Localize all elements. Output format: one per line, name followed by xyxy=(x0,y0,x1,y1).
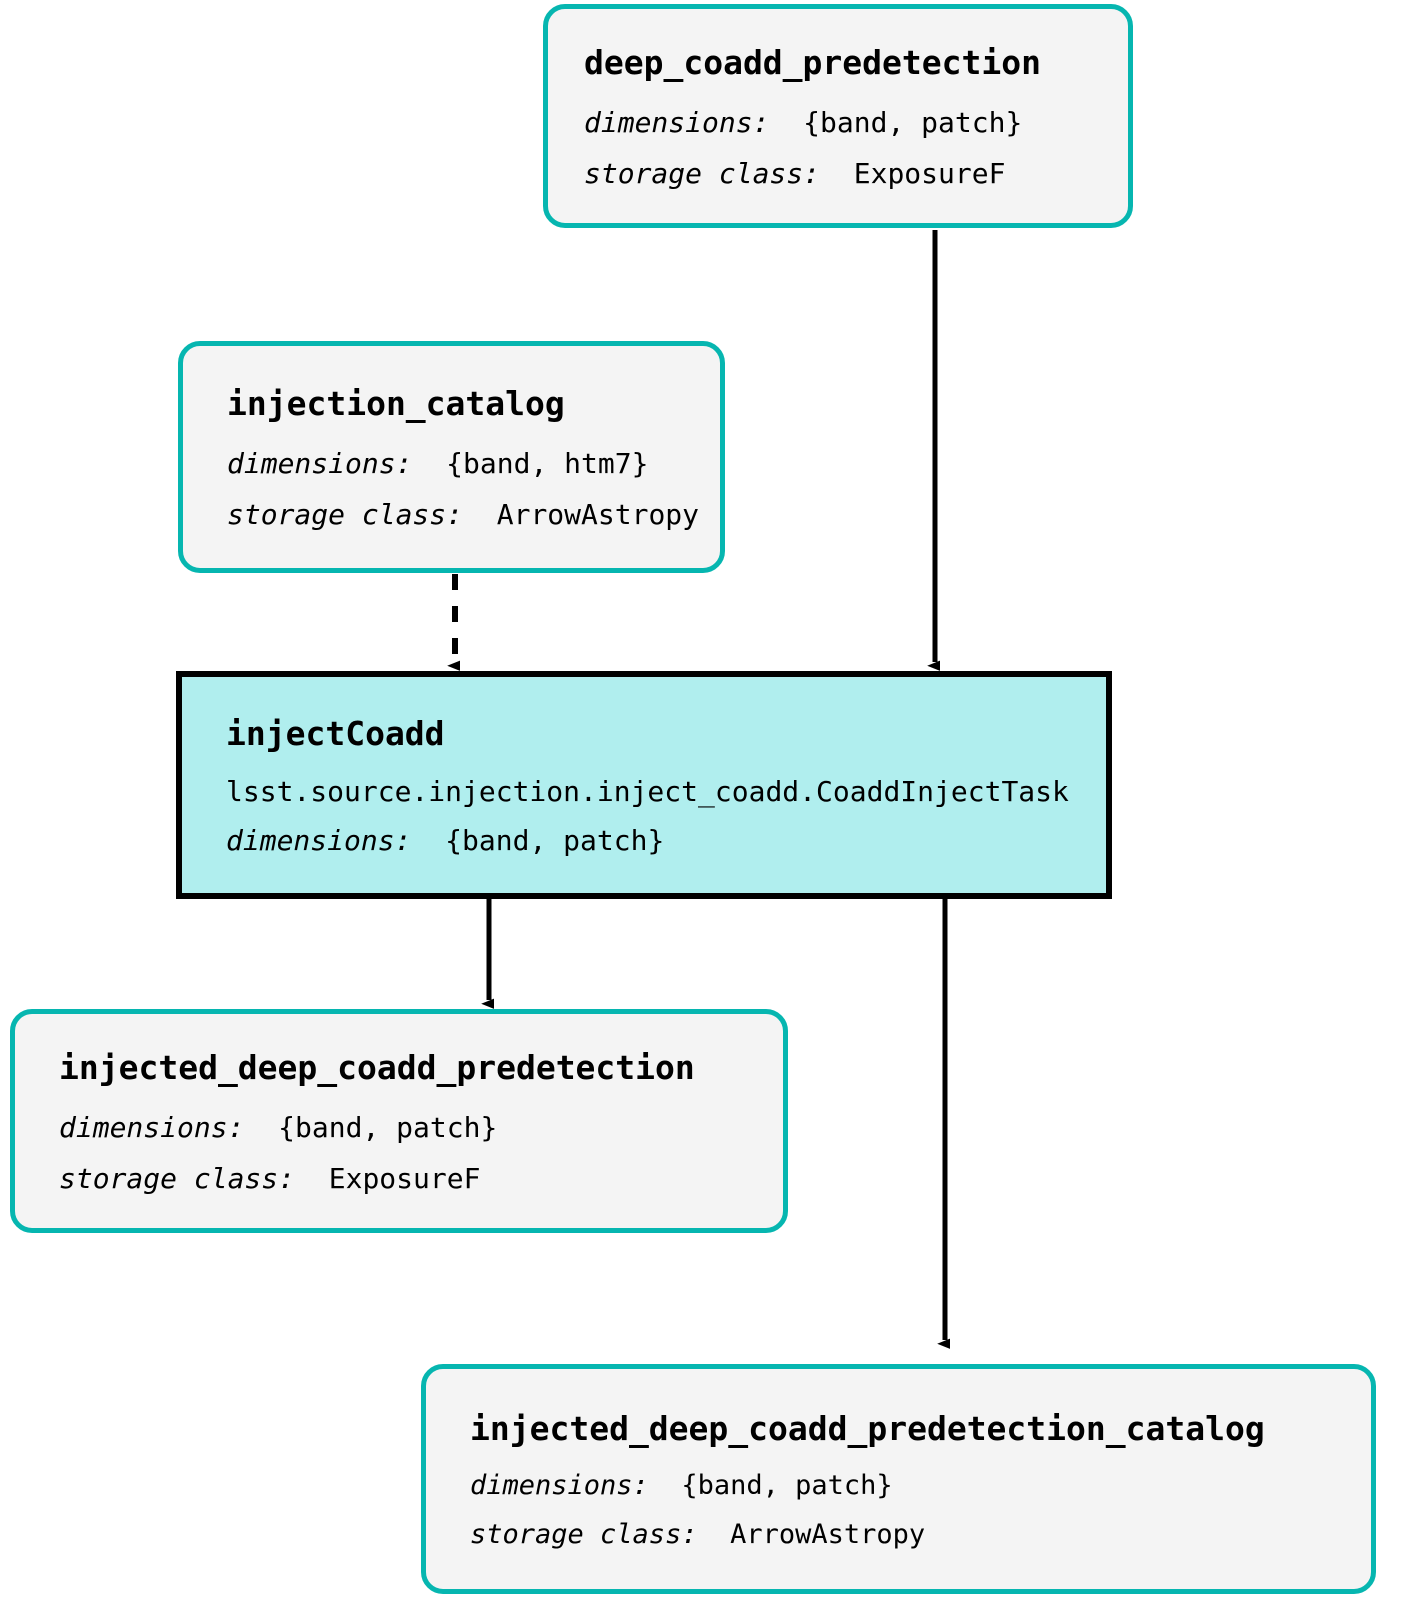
node-task-class-row: lsst.source.injection.inject_coadd.Coadd… xyxy=(226,774,1069,808)
dimensions-label: dimensions: xyxy=(59,1110,262,1144)
dataset-node-injection-catalog[interactable]: injection_catalog dimensions: {band, htm… xyxy=(178,341,725,573)
node-storage-class-row: storage class: ExposureF xyxy=(584,157,1092,190)
storage-class-label: storage class: xyxy=(584,156,837,190)
node-dimensions-row: dimensions: {band, htm7} xyxy=(227,447,676,480)
storage-class-label: storage class: xyxy=(59,1161,312,1195)
node-content: injectCoadd lsst.source.injection.inject… xyxy=(182,677,1106,893)
node-content: injected_deep_coadd_predetection dimensi… xyxy=(15,1014,783,1228)
dimensions-label: dimensions: xyxy=(226,823,429,857)
dimensions-value: {band, htm7} xyxy=(446,446,649,480)
storage-class-label: storage class: xyxy=(470,1518,714,1550)
dimensions-label: dimensions: xyxy=(470,1469,666,1501)
storage-class-value: ArrowAstropy xyxy=(730,1518,926,1550)
task-node-injectcoadd[interactable]: injectCoadd lsst.source.injection.inject… xyxy=(176,671,1112,899)
dimensions-value: {band, patch} xyxy=(278,1110,498,1144)
storage-class-value: ExposureF xyxy=(328,1161,481,1195)
node-title: injected_deep_coadd_predetection_catalog xyxy=(470,1408,1265,1448)
node-title: deep_coadd_predetection xyxy=(584,42,1041,82)
node-title: injected_deep_coadd_predetection xyxy=(59,1047,695,1087)
dataset-node-deep-coadd-predetection[interactable]: deep_coadd_predetection dimensions: {ban… xyxy=(543,4,1133,228)
dimensions-value: {band, patch} xyxy=(681,1469,893,1501)
dimensions-label: dimensions: xyxy=(584,105,787,139)
node-dimensions-row: dimensions: {band, patch} xyxy=(470,1470,1327,1501)
node-dimensions-row: dimensions: {band, patch} xyxy=(59,1111,739,1144)
dimensions-value: {band, patch} xyxy=(445,823,665,857)
storage-class-value: ExposureF xyxy=(853,156,1006,190)
dataset-node-injected-deep-coadd-predetection[interactable]: injected_deep_coadd_predetection dimensi… xyxy=(10,1009,788,1233)
node-dimensions-row: dimensions: {band, patch} xyxy=(584,106,1092,139)
dataset-node-injected-deep-coadd-predetection-catalog[interactable]: injected_deep_coadd_predetection_catalog… xyxy=(421,1364,1376,1594)
dimensions-label: dimensions: xyxy=(227,446,430,480)
dimensions-value: {band, patch} xyxy=(803,105,1023,139)
node-content: injected_deep_coadd_predetection_catalog… xyxy=(426,1369,1371,1589)
node-content: injection_catalog dimensions: {band, htm… xyxy=(183,346,720,568)
node-dimensions-row: dimensions: {band, patch} xyxy=(226,824,1062,857)
node-storage-class-row: storage class: ArrowAstropy xyxy=(227,497,699,531)
node-title: injectCoadd xyxy=(226,713,445,753)
node-storage-class-row: storage class: ArrowAstropy xyxy=(470,1519,1327,1550)
node-title: injection_catalog xyxy=(227,383,565,423)
node-storage-class-row: storage class: ExposureF xyxy=(59,1162,739,1195)
storage-class-value: ArrowAstropy xyxy=(496,497,700,531)
storage-class-label: storage class: xyxy=(227,497,480,531)
node-content: deep_coadd_predetection dimensions: {ban… xyxy=(548,9,1128,223)
